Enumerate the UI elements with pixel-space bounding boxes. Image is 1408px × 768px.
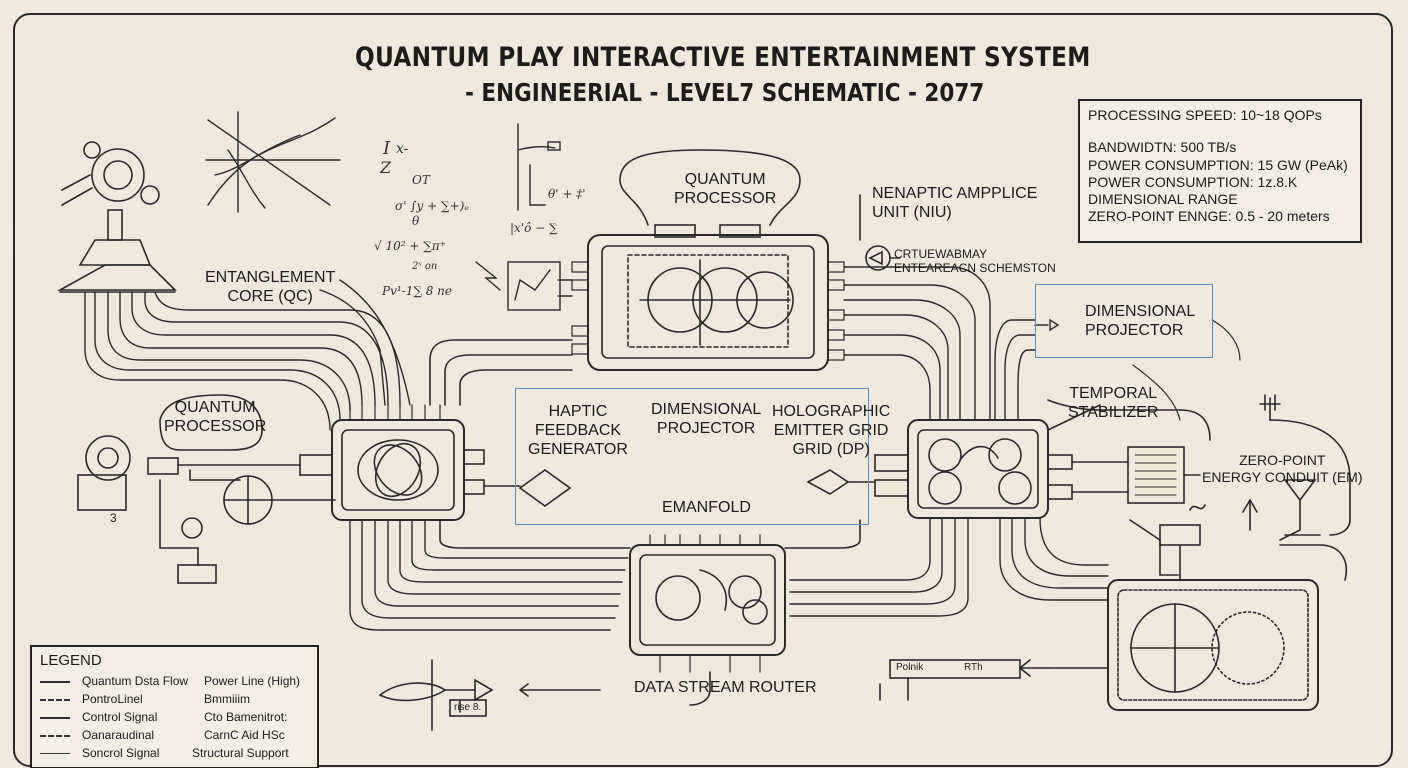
title-line-1: QUANTUM PLAY INTERACTIVE ENTERTAINMENT S… (355, 42, 1091, 73)
legend-item: Quantum Dsta Flow (82, 674, 189, 688)
niu-symbol (859, 194, 901, 271)
legend-item: Oanaraudinal (82, 728, 155, 742)
legend-item: Cto Bamenitrot: (204, 710, 288, 724)
legend-swatch (40, 699, 70, 701)
legend-swatch (40, 717, 70, 719)
legend-swatch (40, 753, 70, 754)
math-fragment: x- (396, 141, 409, 157)
legend-title: LEGEND (40, 652, 102, 669)
specs-panel: PROCESSING SPEED: 10~18 QOPs BANDWIDTN: … (1078, 99, 1362, 243)
bottom-right-machine (879, 579, 1319, 711)
data-stream-router-label: DATA STREAM ROUTER (634, 679, 817, 696)
legend-item: Bmmiiim (204, 692, 250, 706)
right-module (483, 399, 1211, 519)
right-cables (843, 266, 1060, 421)
bottom-cables-left (349, 519, 629, 631)
rise-box-label: rise 8. (454, 702, 482, 713)
waveform-graph (205, 111, 341, 213)
math-fragment: √ 10² + ∑π⁺ (374, 239, 447, 253)
data-router (439, 519, 861, 706)
spec-row: DIMENSIONAL RANGE (1088, 191, 1238, 207)
spec-row: POWER CONSUMPTION: 15 GW (PeAk) (1088, 157, 1348, 173)
pipe-graph (517, 123, 561, 211)
legend-item: Soncrol Signal (82, 746, 160, 760)
math-fragment: Z (380, 158, 392, 177)
outer-frame (13, 13, 1393, 767)
signal-arrow (378, 659, 601, 731)
math-fragment: |x'ô − ∑ (510, 221, 558, 235)
right-bottom-cables (789, 517, 1109, 617)
legend-item: CarnC Aid HSc (204, 728, 285, 742)
dimensional-projector-right-box (1035, 284, 1213, 358)
small-3-label: 3 (110, 511, 117, 525)
small-plot (475, 261, 573, 311)
math-fragment: I (383, 138, 391, 159)
legend-item: PontroLinel (82, 692, 143, 706)
zero-point-conduit (1129, 394, 1351, 581)
left-cables (84, 279, 411, 431)
math-fragment: OT (412, 173, 430, 187)
legend-swatch (40, 735, 70, 737)
left-module (299, 404, 485, 521)
math-fragment: Pv¹-1∑ 8 ne (382, 284, 453, 298)
title-line-2: - ENGINEERIAL - LEVEL7 SCHEMATIC - 2077 (465, 78, 985, 107)
emanfold-label: EMANFOLD (662, 499, 751, 516)
left-processor-machine (77, 394, 336, 584)
projector-center-box (515, 388, 869, 525)
spec-row: PROCESSING SPEED: 10~18 QOPs (1088, 107, 1322, 123)
meter-left-label: Polnik (896, 662, 924, 673)
math-fragment: σ' ∫y + ∑+)ₑ (395, 199, 469, 213)
meter-right-label: RTh (964, 662, 983, 673)
legend-swatch (40, 681, 70, 683)
math-fragment: θ' + ‡' (548, 187, 586, 201)
left-top-machine (56, 141, 177, 293)
spec-row: POWER CONSUMPTION: 1z.8.K (1088, 174, 1298, 190)
spec-row: BANDWIDTN: 500 TB/s (1088, 139, 1237, 155)
math-fragment: 2ˢ on (412, 261, 438, 272)
math-fragment: θ (412, 214, 420, 228)
legend-item: Power Line (High) (204, 674, 301, 688)
legend: LEGEND Quantum Dsta Flow Power Line (Hig… (30, 645, 319, 768)
legend-item: Control Signal (82, 710, 158, 724)
legend-item: Structural Support (192, 746, 289, 760)
spec-row: ZERO-POINT ENNGE: 0.5 - 20 meters (1088, 208, 1330, 224)
